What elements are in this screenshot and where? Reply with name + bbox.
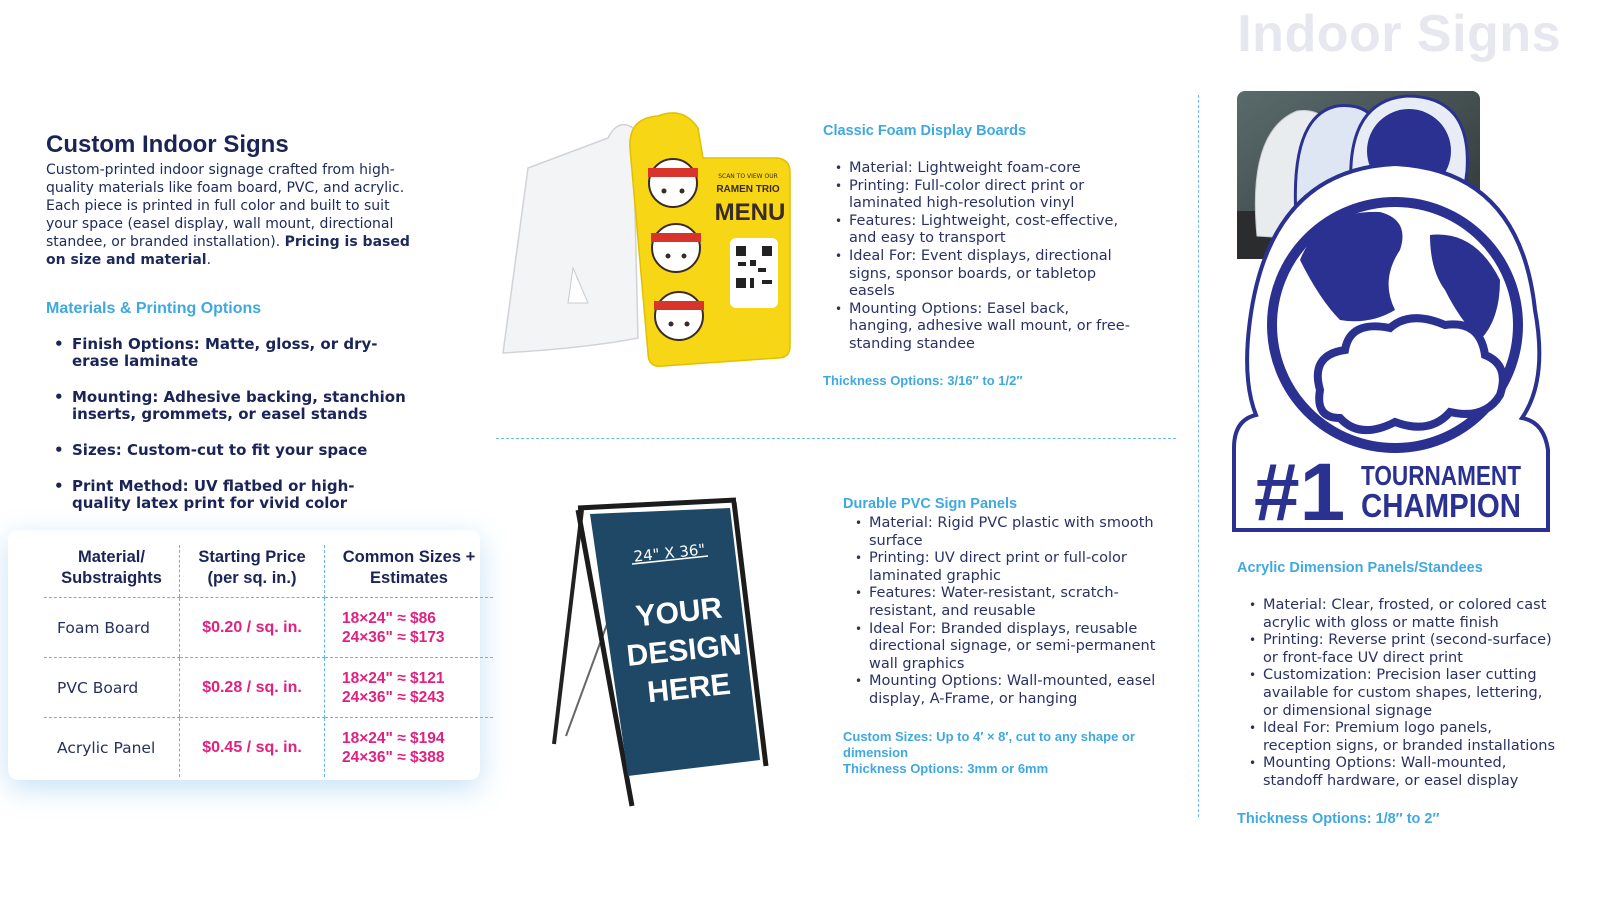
intro-body-end: . (206, 252, 212, 268)
scan-text: SCAN TO VIEW OUR (718, 173, 778, 180)
foam-list: Material: Lightweight foam-core Printing… (823, 160, 1133, 354)
acrylic-item: Customization: Precision laser cutting a… (1249, 667, 1557, 720)
qr-code-icon (736, 246, 772, 288)
pvc-item: Material: Rigid PVC plastic with smooth … (855, 515, 1163, 550)
foam-thickness: Thickness Options: 3/16″ to 1/2″ (823, 373, 1023, 388)
foam-board-image: SCAN TO VIEW OUR RAMEN TRIO MENU (502, 112, 791, 367)
price-cell: $0.45 / sq. in. (179, 717, 325, 777)
intro-body-bold: Pricing is based on size and material (46, 234, 410, 268)
brand-text: RAMEN TRIO (716, 184, 780, 195)
pvc-item: Printing: UV direct print or full-color … (855, 550, 1163, 585)
a-frame-sign-image: 24" X 36" YOUR DESIGN HERE (552, 497, 769, 807)
foam-item: Material: Lightweight foam-core (835, 160, 1133, 178)
foam-item: Ideal For: Event displays, directional s… (835, 248, 1133, 301)
intro-body: Custom-printed indoor signage crafted fr… (46, 162, 405, 250)
estimate-line: 24×36" ≈ $243 (342, 688, 445, 706)
champion-number: #1 (1254, 447, 1345, 538)
price-cell: $0.28 / sq. in. (179, 657, 325, 718)
pvc-item: Features: Water-resistant, scratch-resis… (855, 585, 1163, 620)
pvc-item: Ideal For: Branded displays, reusable di… (855, 621, 1163, 674)
pvc-thickness: Thickness Options: 3mm or 6mm (843, 761, 1049, 776)
materials-item: Finish Options: Matte, gloss, or dry-era… (54, 336, 406, 370)
materials-item: Print Method: UV flatbed or high-quality… (54, 478, 406, 512)
acrylic-item: Material: Clear, frosted, or colored cas… (1249, 597, 1557, 632)
estimate-line: 24×36" ≈ $388 (342, 748, 445, 766)
page-title: Indoor Signs (1237, 5, 1561, 63)
acrylic-item: Printing: Reverse print (second-surface)… (1249, 632, 1557, 667)
foam-heading: Classic Foam Display Boards (823, 123, 1027, 139)
acrylic-thickness: Thickness Options: 1/8″ to 2″ (1237, 811, 1440, 827)
easel-back (502, 123, 639, 354)
intro-heading: Custom Indoor Signs (46, 131, 289, 158)
foam-item: Mounting Options: Easel back, hanging, a… (835, 301, 1133, 354)
pvc-item: Mounting Options: Wall-mounted, easel di… (855, 673, 1163, 708)
estimate-line: 18×24" ≈ $86 (342, 609, 436, 627)
price-cell: $0.20 / sq. in. (179, 597, 325, 658)
pvc-heading: Durable PVC Sign Panels (843, 496, 1018, 512)
ramen-characters (648, 158, 704, 341)
acrylic-list: Material: Clear, frosted, or colored cas… (1237, 597, 1557, 791)
champion-line2: CHAMPION (1361, 487, 1521, 524)
section-divider (496, 438, 1176, 439)
column-divider (1198, 95, 1199, 817)
champion-line1: TOURNAMENT (1361, 460, 1521, 491)
material-cell: Foam Board (44, 597, 180, 658)
estimate-line: 18×24" ≈ $121 (342, 669, 445, 687)
estimate-line: 24×36" ≈ $173 (342, 628, 445, 646)
materials-heading: Materials & Printing Options (46, 300, 262, 317)
material-cell: Acrylic Panel (57, 738, 156, 757)
acrylic-item: Mounting Options: Wall-mounted, standoff… (1249, 755, 1557, 790)
header-price: Starting Price (per sq. in.) (179, 545, 325, 598)
materials-list: Finish Options: Matte, gloss, or dry-era… (46, 336, 406, 531)
header-material: Material/ Substraights (44, 545, 180, 598)
table-row: Acrylic Panel $0.45 / sq. in. 18×24" ≈ $… (44, 717, 494, 778)
materials-item: Mounting: Adhesive backing, stanchion in… (54, 389, 406, 423)
materials-item: Sizes: Custom-cut to fit your space (54, 442, 406, 460)
estimate-line: 18×24" ≈ $194 (342, 729, 445, 747)
pricing-table: Material/ Substraights Starting Price (p… (44, 545, 493, 777)
acrylic-item: Ideal For: Premium logo panels, receptio… (1249, 720, 1557, 755)
sign-panel (590, 508, 760, 776)
champion-standee-image: #1 TOURNAMENT CHAMPION (1232, 161, 1550, 538)
easel-stand (567, 266, 589, 304)
menu-text: MENU (715, 199, 786, 226)
acrylic-heading: Acrylic Dimension Panels/Standees (1237, 560, 1483, 576)
pvc-custom-sizes: Custom Sizes: Up to 4′ × 8′, cut to any … (843, 729, 1135, 760)
pvc-list: Material: Rigid PVC plastic with smooth … (843, 515, 1163, 709)
foam-item: Features: Lightweight, cost-effective, a… (835, 213, 1133, 248)
foam-item: Printing: Full-color direct print or lam… (835, 178, 1133, 213)
intro-text: Custom-printed indoor signage crafted fr… (46, 161, 416, 269)
header-estimates: Common Sizes + Estimates (324, 545, 493, 598)
material-cell: PVC Board (44, 657, 180, 718)
